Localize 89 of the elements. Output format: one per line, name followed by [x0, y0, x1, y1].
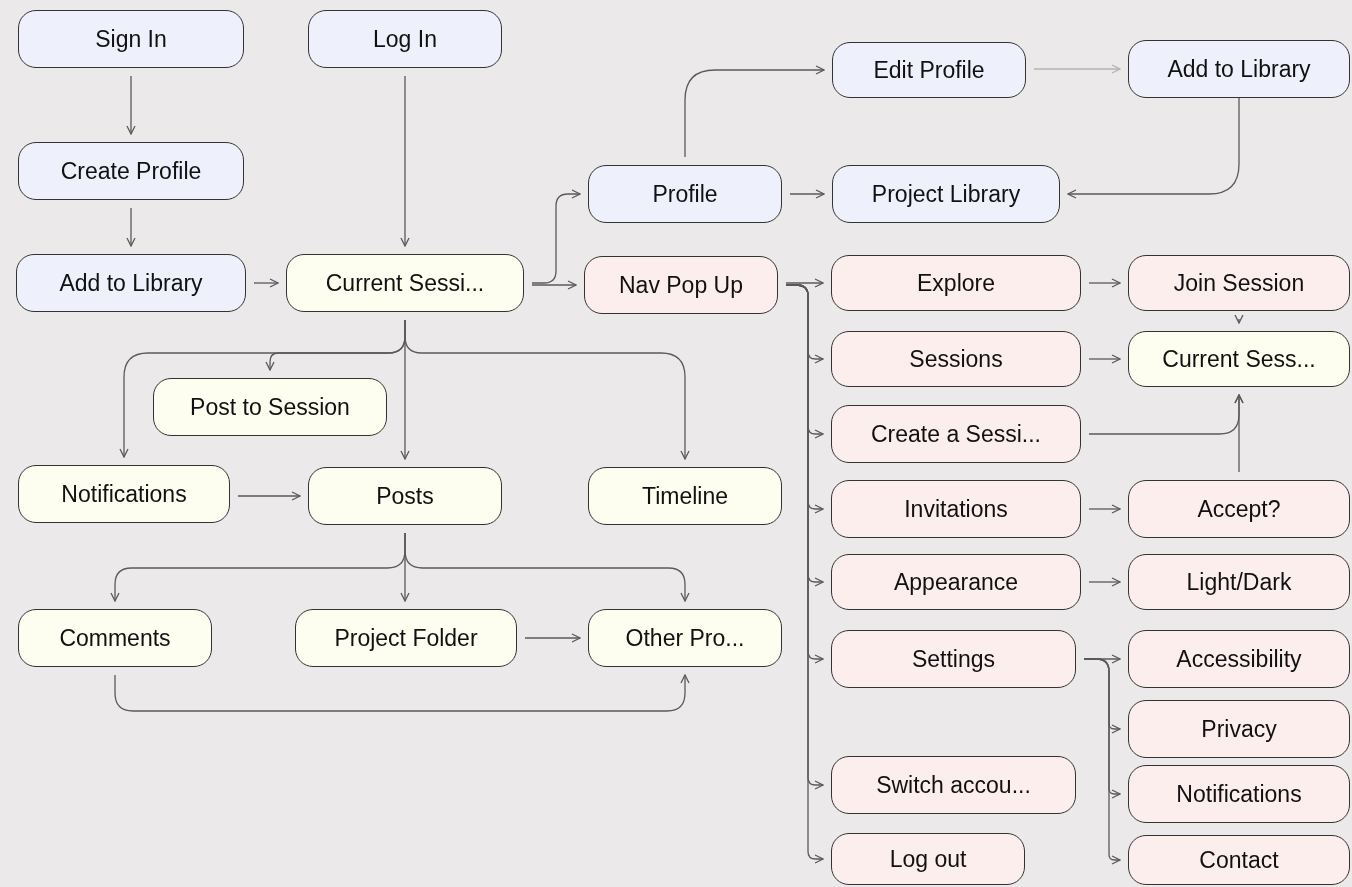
process-box [1128, 331, 1350, 387]
process-box [18, 10, 244, 68]
process-box [831, 554, 1081, 610]
box-label: Sessions [909, 344, 1003, 374]
box-label: Light/Dark [1186, 567, 1292, 597]
box-label: Switch accou... [876, 770, 1031, 800]
arrow [237, 491, 301, 501]
process-box [1128, 40, 1350, 98]
process-box [153, 378, 387, 436]
arrow [1234, 314, 1244, 324]
box-label: Profile [652, 179, 718, 209]
process-box [584, 256, 778, 314]
box-label: Comments [59, 623, 171, 653]
process-box [18, 142, 244, 200]
process-box [1128, 765, 1350, 823]
box-label: Accessibility [1176, 644, 1302, 674]
process-box [18, 609, 212, 667]
arrow [404, 319, 690, 460]
process-box [286, 254, 524, 312]
arrow [1088, 278, 1121, 288]
box-label: Sign In [95, 24, 167, 54]
box-label: Settings [911, 644, 996, 674]
process-box [832, 42, 1026, 98]
arrow [1088, 354, 1121, 364]
box-label: Add to Library [59, 268, 203, 298]
arrow [531, 189, 581, 284]
arrow [126, 75, 136, 135]
box-label: Log In [373, 24, 437, 54]
box-label: Notifications [61, 479, 187, 509]
process-box [295, 609, 517, 667]
process-box [831, 480, 1081, 538]
box-label: Add to Library [1167, 54, 1311, 84]
box-label: Posts [376, 481, 434, 511]
box-label: Invitations [904, 494, 1008, 524]
box-label: Accept? [1197, 494, 1281, 524]
arrow [1088, 504, 1121, 514]
process-box [308, 467, 502, 525]
box-label: Join Session [1173, 268, 1305, 298]
process-box [831, 833, 1025, 885]
process-box [1128, 554, 1350, 610]
process-box [588, 165, 782, 223]
arrow [785, 278, 824, 288]
process-box [588, 467, 782, 525]
box-label: Contact [1199, 845, 1279, 875]
process-box [831, 255, 1081, 311]
box-label: Appearance [893, 567, 1018, 597]
process-box [831, 630, 1076, 688]
process-box [1128, 700, 1350, 758]
process-box [831, 756, 1076, 814]
arrow [404, 532, 690, 602]
box-label: Privacy [1201, 714, 1277, 744]
box-label: Create Profile [60, 156, 202, 186]
process-box [832, 165, 1060, 223]
box-label: Current Sessi... [325, 268, 485, 298]
process-box [588, 609, 782, 667]
box-label: Explore [917, 268, 995, 298]
box-label: Log out [889, 844, 967, 874]
process-box [1128, 255, 1350, 311]
process-box [18, 465, 230, 523]
box-label: Edit Profile [873, 55, 985, 85]
box-label: Create a Sessi... [871, 419, 1041, 449]
process-box [1128, 630, 1350, 688]
process-box [831, 331, 1081, 387]
arrow [684, 65, 825, 158]
arrow [126, 207, 136, 247]
box-label: Nav Pop Up [619, 270, 743, 300]
arrow [531, 280, 577, 290]
arrow [1067, 97, 1240, 199]
process-box [308, 10, 502, 68]
arrow [1033, 64, 1121, 74]
process-box [1128, 480, 1350, 538]
box-label: Project Library [871, 179, 1021, 209]
arrow [1083, 658, 1121, 865]
arrow [524, 633, 581, 643]
arrow [789, 189, 825, 199]
box-label: Project Folder [334, 623, 478, 653]
arrow [253, 278, 279, 288]
arrow [1088, 577, 1121, 587]
box-label: Timeline [641, 481, 729, 511]
arrow [1234, 394, 1244, 473]
box-label: Post to Session [190, 392, 350, 422]
arrow [114, 674, 690, 712]
process-box [1128, 835, 1350, 885]
box-label: Current Sess... [1162, 344, 1316, 374]
box-label: Notifications [1176, 779, 1302, 809]
arrow [400, 75, 410, 247]
box-label: Other Pro... [625, 623, 745, 653]
process-box [16, 254, 246, 312]
process-box [831, 405, 1081, 463]
